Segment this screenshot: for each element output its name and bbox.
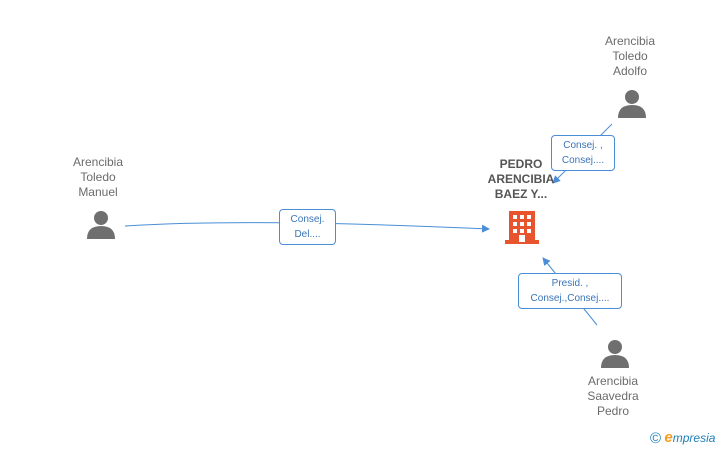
company-name-line: ARENCIBIA [487,172,555,186]
brand-name: mpresia [672,431,716,445]
building-icon[interactable] [505,208,539,244]
person-name-line: Pedro [596,404,630,418]
person-name-line: Arencibia [587,374,639,388]
relation-label-manuel[interactable]: Consej. Del.... [279,209,336,245]
person-icon[interactable] [600,338,630,368]
company-name-line: PEDRO [499,157,543,171]
empresia-logo[interactable]: © empresia [650,429,715,447]
person-name-line: Arencibia [604,34,656,48]
person-name-line: Toledo [612,49,648,63]
person-icon[interactable] [617,88,647,118]
edge-manuel-to-company [124,222,490,233]
relation-text: Del.... [294,229,321,240]
relation-text: Consej.... [561,155,605,166]
person-name-line: Saavedra [587,389,639,403]
person-name-line: Arencibia [72,155,124,169]
relation-text: Consej.,Consej.... [530,293,610,304]
relation-text: Presid. , [551,278,589,289]
relation-label-adolfo[interactable]: Consej. , Consej.... [551,135,615,171]
person-name-line: Toledo [80,170,116,184]
person-label-adolfo[interactable]: Arencibia Toledo Adolfo [575,34,685,79]
person-label-pedro[interactable]: Arencibia Saavedra Pedro [558,374,668,419]
person-label-manuel[interactable]: Arencibia Toledo Manuel [43,155,153,200]
relation-label-pedro[interactable]: Presid. , Consej.,Consej.... [518,273,622,309]
relation-text: Consej. [290,214,325,225]
company-name-line: BAEZ Y... [494,187,548,201]
person-name-line: Manuel [78,185,118,199]
person-icon[interactable] [86,209,116,239]
copyright-symbol: © [650,430,662,447]
person-name-line: Adolfo [612,64,648,78]
brand-e: e [664,429,673,446]
relation-text: Consej. , [563,140,603,151]
company-name[interactable]: PEDRO ARENCIBIA BAEZ Y... [466,157,576,202]
